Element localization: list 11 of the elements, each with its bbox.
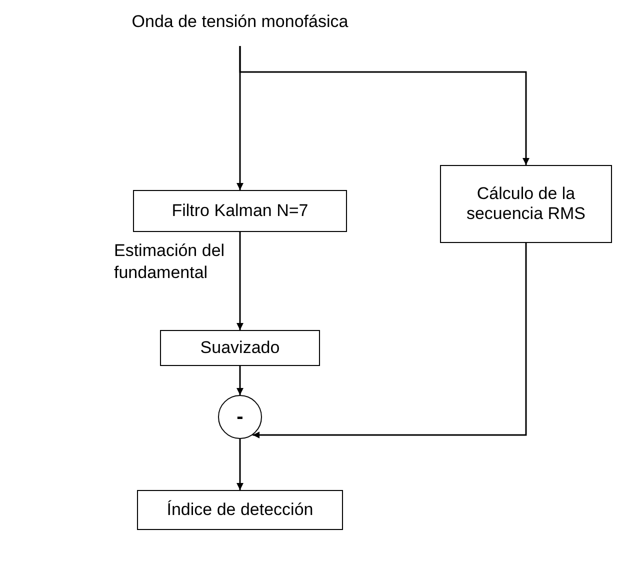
arrow (236, 366, 244, 395)
input-label: Onda de tensión monofásica (80, 8, 400, 36)
process-box: Cálculo de la secuencia RMS (440, 165, 612, 243)
arrow (252, 243, 527, 438)
arrow (239, 46, 530, 165)
process-box: Suavizado (160, 330, 320, 366)
arrow (236, 439, 244, 490)
summing-junction: - (218, 395, 262, 439)
arrow (236, 232, 244, 330)
process-box: Filtro Kalman N=7 (133, 190, 347, 232)
process-box: Índice de detección (137, 490, 343, 530)
